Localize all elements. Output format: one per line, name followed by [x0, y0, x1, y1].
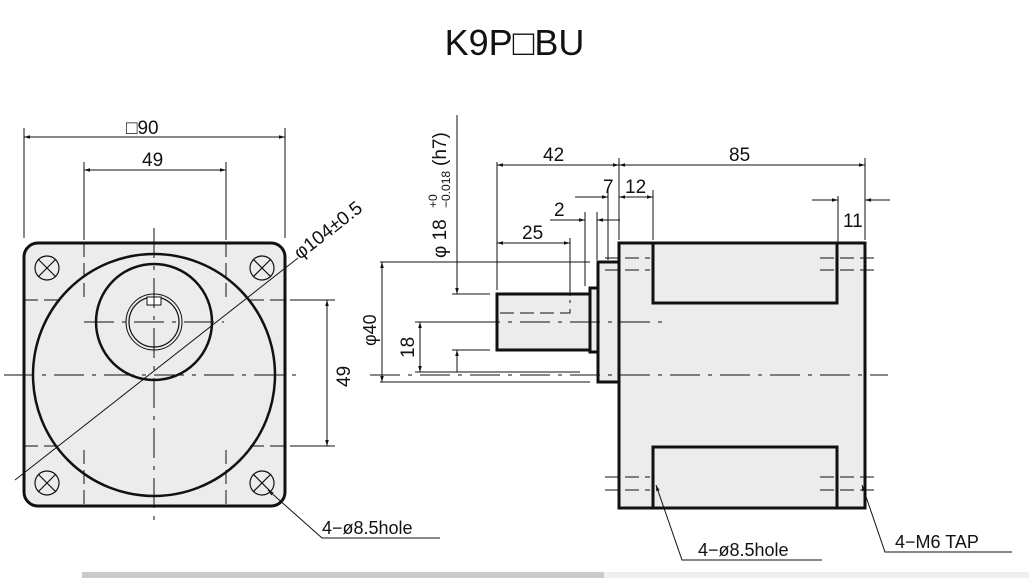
dim-shaft-tol-upper: +0	[426, 194, 440, 208]
mounting-holes	[34, 255, 275, 496]
shaft-diameter-dim: φ 18 +0 −0.018 (h7)	[426, 132, 453, 258]
dim-18: 18	[398, 337, 419, 358]
hole-icon	[249, 255, 275, 281]
lower-recess	[651, 445, 839, 510]
front-hole-label: 4−ø8.5hole	[322, 518, 413, 538]
tap-label: 4−M6 TAP	[895, 532, 979, 552]
side-hole-label: 4−ø8.5hole	[698, 540, 789, 560]
drawing-title: K9P□BU	[444, 22, 585, 63]
dim-shaft-tol-lower: −0.018	[439, 171, 453, 208]
dim-42: 42	[543, 145, 564, 166]
scrollbar-track[interactable]	[604, 572, 1029, 578]
hole-icon	[34, 470, 60, 496]
hole-icon	[249, 470, 275, 496]
scrollbar-thumb[interactable]	[82, 572, 604, 578]
dim-pilot-40: φ40	[360, 314, 380, 346]
dim-top-49: 49	[142, 150, 163, 171]
dim-25: 25	[522, 223, 543, 244]
dim-shaft-fit: (h7)	[430, 132, 451, 166]
side-view	[370, 115, 1012, 561]
dim-side-49: 49	[334, 366, 355, 387]
dim-12: 12	[625, 177, 646, 198]
dim-85: 85	[729, 145, 750, 166]
dim-11: 11	[843, 211, 863, 232]
dim-7: 7	[603, 177, 614, 198]
hole-icon	[34, 255, 60, 281]
upper-recess	[651, 241, 839, 305]
dim-square-90: □90	[126, 118, 159, 139]
front-view	[4, 128, 440, 539]
dim-shaft-dia: φ 18	[430, 219, 451, 258]
center-lines	[4, 228, 300, 520]
dim-2: 2	[554, 200, 565, 221]
dim-pcd: φ104±0.5	[290, 198, 367, 264]
